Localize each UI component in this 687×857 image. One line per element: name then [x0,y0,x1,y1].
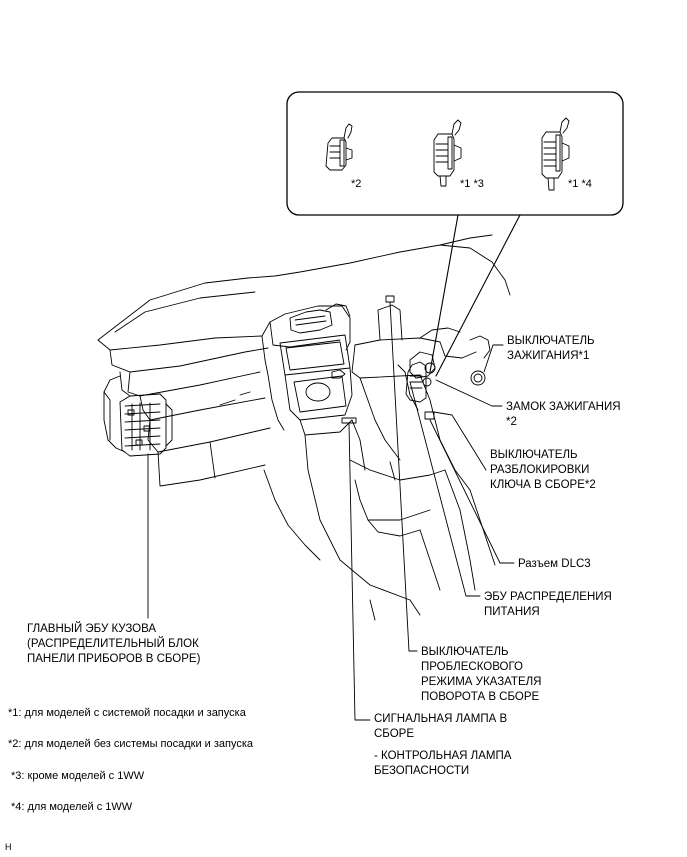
main-body-ecu-block [119,393,173,457]
inset-ignition-switch-variant-1-4 [541,117,570,191]
label-main-body-ecu: ГЛАВНЫЙ ЭБУ КУЗОВА (РАСПРЕДЕЛИТЕЛЬНЫЙ БЛ… [27,622,200,667]
inset-pointer [429,214,521,377]
seat-area [263,459,496,621]
label-line: РАЗБЛОКИРОВКИ [490,464,590,476]
label-key-unlock-switch: ВЫКЛЮЧАТЕЛЬ РАЗБЛОКИРОВКИ КЛЮЧА В СБОРЕ*… [490,448,596,493]
label-line: ПОВОРОТА В СБОРЕ [421,691,540,703]
label-ignition-switch: ВЫКЛЮЧАТЕЛЬ ЗАЖИГАНИЯ*1 [507,334,595,364]
center-console [261,303,411,601]
hazard-switch-part [385,295,395,303]
label-line: ВЫКЛЮЧАТЕЛЬ [421,646,509,658]
label-line: РЕЖИМА УКАЗАТЕЛЯ [421,676,542,688]
label-line: ПАНЕЛИ ПРИБОРОВ В СБОРЕ) [27,653,201,665]
label-line: ЭБУ РАСПРЕДЕЛЕНИЯ [484,591,612,603]
label-ignition-lock: ЗАМОК ЗАЖИГАНИЯ *2 [506,400,621,430]
label-line: Разъем DLC3 [518,558,591,570]
label-line: СИГНАЛЬНАЯ ЛАМПА В [374,713,508,725]
inset-marker-variant-1-3: *1 *3 [460,178,484,190]
inset-marker-variant-2: *2 [351,178,362,190]
label-line: *2 [506,416,517,428]
label-dlc3: Разъем DLC3 [518,557,591,572]
label-line: - КОНТРОЛЬНАЯ ЛАМПА [374,750,512,762]
inset-box [286,91,624,216]
label-indicator-lamp: СИГНАЛЬНАЯ ЛАМПА В СБОРЕ - КОНТРОЛЬНАЯ Л… [374,712,511,779]
label-hazard-switch: ВЫКЛЮЧАТЕЛЬ ПРОБЛЕСКОВОГО РЕЖИМА УКАЗАТЕ… [421,645,541,705]
inset-marker-variant-1-4: *1 *4 [568,178,592,190]
corner-mark: H [5,842,12,852]
label-line: КЛЮЧА В СБОРЕ*2 [490,479,596,491]
inset-ignition-switch-variant-2 [325,123,353,171]
ignition-switch-ring [470,370,486,386]
label-line: (РАСПРЕДЕЛИТЕЛЬНЫЙ БЛОК [27,638,199,650]
label-line: ВЫКЛЮЧАТЕЛЬ [507,335,595,347]
label-line: ГЛАВНЫЙ ЭБУ КУЗОВА [27,623,157,635]
label-line: ПИТАНИЯ [484,606,540,618]
label-line: ПРОБЛЕСКОВОГО [421,661,523,673]
footnote-4: *4: для моделей с 1WW [11,801,133,813]
label-power-ecu: ЭБУ РАСПРЕДЕЛЕНИЯ ПИТАНИЯ [484,590,612,620]
footnote-3: *3: кроме моделей с 1WW [11,770,145,782]
label-line: БЕЗОПАСНОСТИ [374,765,470,777]
inset-ignition-switch-variant-1-3 [433,119,462,187]
label-line: СБОРЕ [374,728,415,740]
footnote-1: *1: для моделей с системой посадки и зап… [8,707,246,719]
label-line [374,742,511,749]
steering-column [331,304,491,491]
label-line: ВЫКЛЮЧАТЕЛЬ [490,449,578,461]
label-line: ЗАМОК ЗАЖИГАНИЯ [506,401,621,413]
footnote-2: *2: для моделей без системы посадки и за… [8,738,254,750]
label-line: ЗАЖИГАНИЯ*1 [507,350,590,362]
leader-lines [147,301,515,721]
